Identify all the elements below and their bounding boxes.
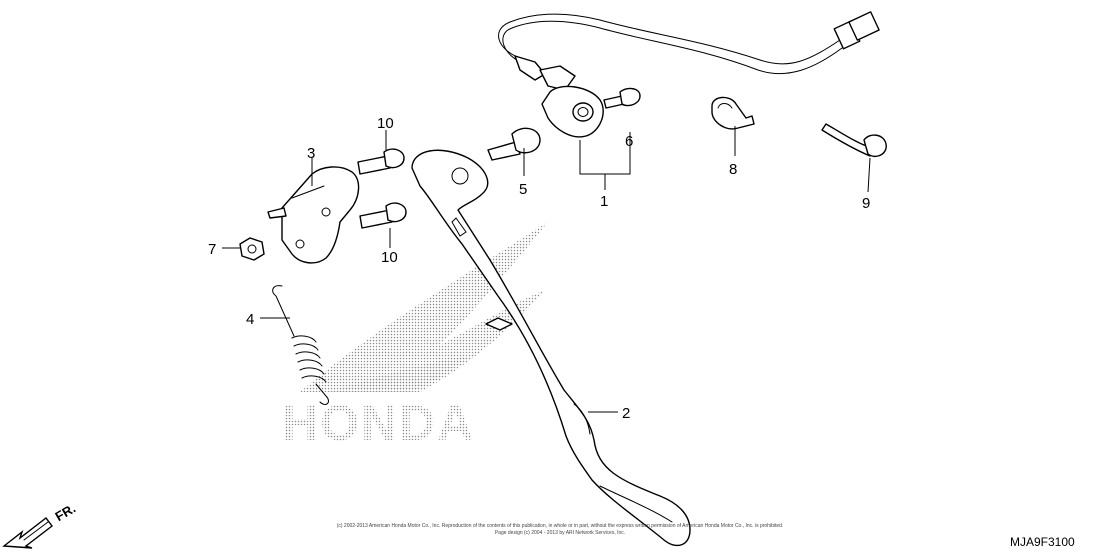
callout-7: 7 xyxy=(208,241,216,258)
bolt-6[interactable] xyxy=(603,87,641,109)
callout-10-lower: 10 xyxy=(381,249,398,266)
spring-4[interactable] xyxy=(272,285,329,405)
front-direction-arrow-icon xyxy=(2,517,53,549)
callout-5: 5 xyxy=(519,181,527,198)
bolt-5[interactable] xyxy=(487,127,541,161)
diagram-code: MJA9F3100 xyxy=(1010,535,1075,549)
callout-9: 9 xyxy=(862,195,870,212)
leader-lines xyxy=(222,126,871,413)
honda-logo-watermark-text: HONDA xyxy=(282,395,475,451)
copyright-line-2: Page design (c) 2004 - 2013 by ARI Netwo… xyxy=(495,530,625,536)
side-stand-2[interactable] xyxy=(411,149,691,547)
clamp-8[interactable] xyxy=(711,96,755,130)
callout-4: 4 xyxy=(246,311,254,328)
front-direction-label: FR. xyxy=(53,501,79,524)
bolt-10-lower[interactable] xyxy=(359,202,407,229)
callout-1: 1 xyxy=(600,193,608,210)
callout-2: 2 xyxy=(622,405,630,422)
clamp-9[interactable] xyxy=(821,123,887,158)
bolt-10-upper[interactable] xyxy=(357,148,405,175)
callout-6: 6 xyxy=(625,133,633,150)
callout-10-upper: 10 xyxy=(377,115,394,132)
copyright-line-1: (c) 2002-2013 American Honda Motor Co., … xyxy=(337,523,784,529)
callout-8: 8 xyxy=(729,161,737,178)
bracket-3[interactable] xyxy=(267,166,360,264)
callout-3: 3 xyxy=(307,145,315,162)
nut-7[interactable] xyxy=(239,237,265,261)
side-stand-switch[interactable] xyxy=(498,11,880,138)
